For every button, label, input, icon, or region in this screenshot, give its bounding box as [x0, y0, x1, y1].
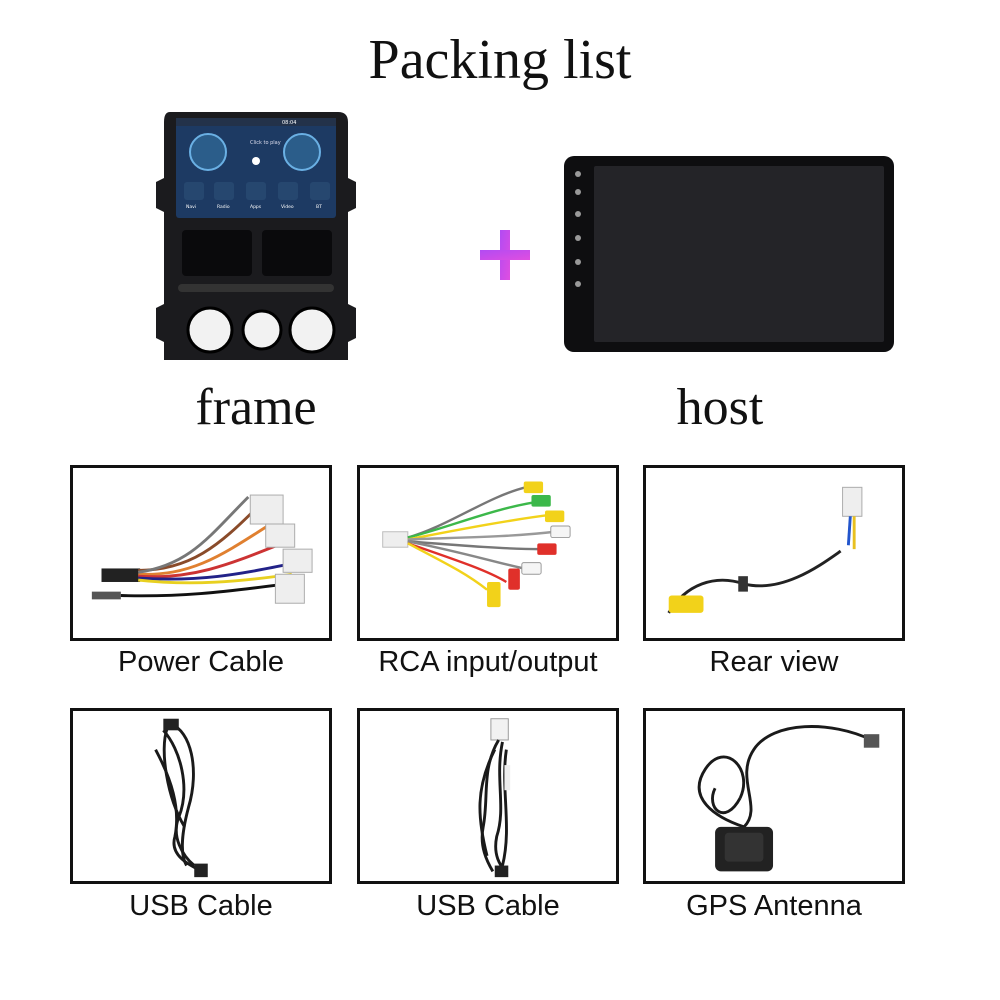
- frame-app-row: Navi Radio Apps Video BT: [184, 182, 330, 210]
- power-cable-image: [91, 494, 313, 604]
- plus-icon: [480, 230, 530, 280]
- frame-screen-prompt: Click to play: [250, 140, 281, 146]
- host-unit-image: [564, 156, 894, 352]
- app-label: Radio: [217, 204, 230, 210]
- item-card-rear-view: [643, 465, 905, 641]
- rear-view-cable-image: [667, 486, 863, 614]
- app-label: BT: [316, 204, 322, 210]
- item-card-usb-cable-2: [357, 708, 619, 884]
- item-label-rca: RCA input/output: [378, 646, 598, 678]
- app-label: Apps: [250, 204, 262, 210]
- item-card-rca: [357, 465, 619, 641]
- frame-image: 08:04 Click to play Navi Radio Apps Vide…: [156, 112, 356, 360]
- rca-cable-image: [382, 481, 571, 608]
- item-card-gps-antenna: [643, 708, 905, 884]
- app-label: Navi: [186, 204, 196, 210]
- item-label-rear-view: Rear view: [709, 646, 839, 678]
- gps-antenna-image: [697, 725, 880, 872]
- app-label: Video: [281, 204, 294, 210]
- usb-cable-image: [154, 718, 208, 878]
- item-label-gps-antenna: GPS Antenna: [686, 890, 862, 922]
- item-card-usb-cable-1: [70, 708, 332, 884]
- item-card-power-cable: [70, 465, 332, 641]
- item-label-power-cable: Power Cable: [117, 646, 285, 678]
- host-label: host: [676, 379, 764, 436]
- item-label-usb-cable-2: USB Cable: [416, 890, 560, 922]
- page-title: Packing list: [368, 29, 632, 91]
- frame-label: frame: [195, 379, 317, 436]
- frame-screen-time: 08:04: [282, 120, 296, 126]
- item-label-usb-cable-1: USB Cable: [129, 890, 273, 922]
- usb-cable-image: [478, 718, 511, 878]
